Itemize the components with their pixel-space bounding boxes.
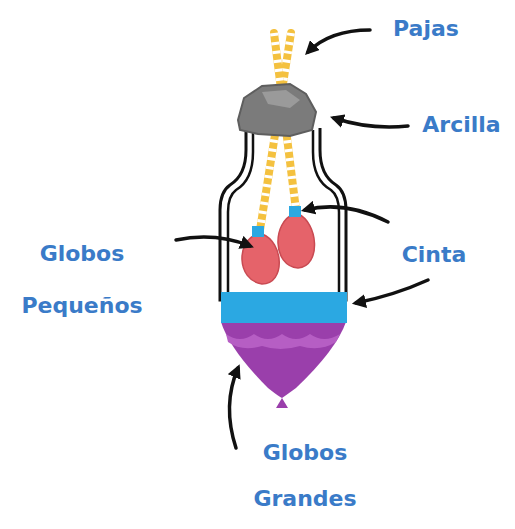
bottle-outline xyxy=(220,128,346,300)
balloon-knot xyxy=(276,398,288,408)
bottle-inner-line xyxy=(228,130,339,300)
clay-lump xyxy=(238,84,316,136)
leader-arrows xyxy=(176,30,428,448)
part-label: Globos Grandes xyxy=(240,430,370,522)
part-label: Arcilla xyxy=(414,110,509,140)
part-label: Cinta xyxy=(394,240,474,270)
part-label: Pajas xyxy=(376,14,476,44)
clay-highlight xyxy=(262,90,300,108)
large-balloon-shading xyxy=(226,334,340,349)
small-balloons xyxy=(242,206,315,284)
large-balloon xyxy=(221,322,346,398)
tape-band xyxy=(221,292,347,323)
part-label: Globos Pequeños xyxy=(12,228,152,332)
